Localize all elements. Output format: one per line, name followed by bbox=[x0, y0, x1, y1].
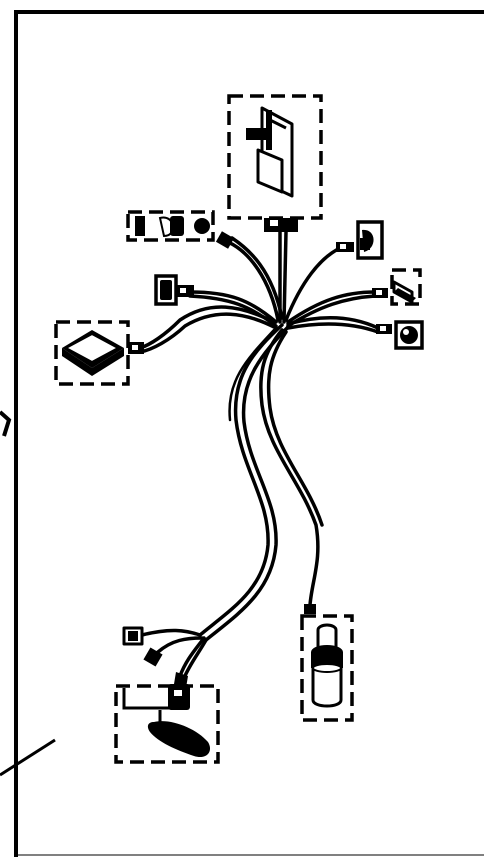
connector-bottom-left bbox=[122, 626, 163, 667]
connector-right-middle bbox=[372, 268, 422, 306]
control-module bbox=[227, 94, 323, 232]
display-unit-icon bbox=[62, 330, 144, 376]
bracket-assembly-icon bbox=[122, 672, 211, 758]
plug-connector-icon bbox=[372, 280, 416, 304]
connector-right-middle-box bbox=[390, 268, 422, 306]
plug-connector-icon bbox=[376, 324, 418, 344]
bracket-assembly-bottom-left bbox=[114, 672, 220, 764]
connector-right-upper bbox=[336, 220, 384, 260]
dual-connector-top-left bbox=[126, 210, 235, 249]
display-unit-left bbox=[54, 320, 144, 386]
connector-right-upper-box bbox=[356, 220, 384, 260]
cylinder-sensor-icon bbox=[304, 604, 343, 708]
bracket-assembly-box bbox=[114, 684, 220, 764]
connector-right-lower bbox=[376, 320, 424, 350]
harness-wires bbox=[138, 230, 380, 680]
cylinder-sensor-box bbox=[300, 614, 354, 722]
plug-connector-icon bbox=[160, 280, 194, 300]
dual-connector-icon bbox=[135, 216, 235, 249]
leader-line-upper bbox=[0, 410, 12, 437]
connector-right-lower-box bbox=[394, 320, 424, 350]
dual-connector-box bbox=[126, 210, 215, 242]
page-border bbox=[14, 10, 484, 857]
connector-left-small bbox=[154, 274, 194, 306]
display-unit-box bbox=[54, 320, 130, 386]
plug-connector-icon bbox=[336, 229, 374, 252]
cylinder-sensor-bottom-right bbox=[300, 604, 354, 722]
control-module-icon bbox=[246, 106, 298, 232]
leader-line-lower bbox=[0, 738, 56, 777]
